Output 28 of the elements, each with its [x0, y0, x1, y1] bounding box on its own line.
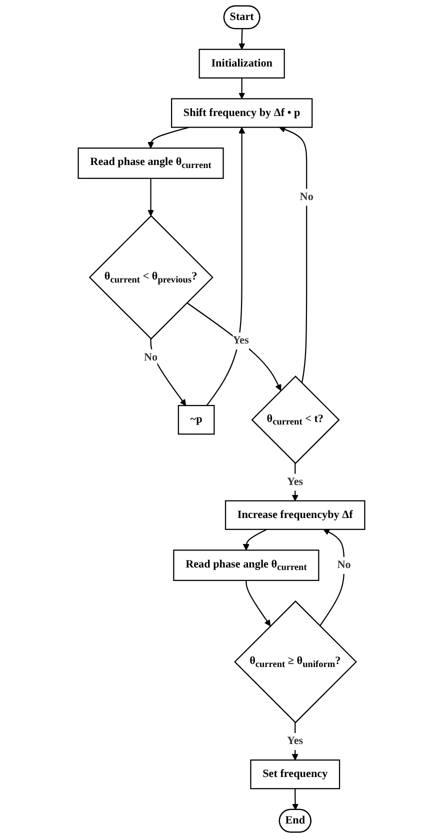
node-diamond: θ$_{current}$ < θ$_{previous}$?	[88, 215, 214, 340]
arrow	[148, 178, 154, 216]
edge-label: Yes	[287, 476, 304, 488]
node-box: Read phase angle θ$_{current}$	[173, 550, 320, 581]
node-box: ~p	[178, 404, 215, 435]
arrow	[238, 28, 246, 50]
node-box: Increase frequencyby Δf	[224, 500, 366, 530]
edge-label: No	[144, 351, 158, 364]
arrow	[206, 127, 246, 406]
node-box: Initialization	[198, 48, 285, 78]
node-box: Shift frequency by Δf • p	[171, 98, 313, 128]
arrow	[279, 126, 308, 384]
arrow	[150, 338, 186, 406]
arrow	[238, 78, 246, 100]
arrow	[148, 126, 190, 148]
edge-label: No	[337, 559, 351, 572]
edge-label: Yes	[287, 735, 304, 748]
node-box: Read phase angle θ$_{current}$	[78, 148, 224, 179]
arrow	[186, 302, 282, 391]
arrow	[246, 580, 271, 626]
edge-label: Yes	[232, 334, 249, 346]
edge-label: No	[300, 190, 314, 203]
arrow	[292, 788, 299, 810]
arrow	[319, 529, 345, 626]
node-diamond: θ$_{current}$ < t?	[251, 376, 340, 464]
node-diamond: θ$_{current}$ ≥ θ$_{uniform}$?	[234, 600, 357, 724]
arrow	[242, 528, 268, 550]
node-box: Set frequency	[250, 760, 340, 790]
